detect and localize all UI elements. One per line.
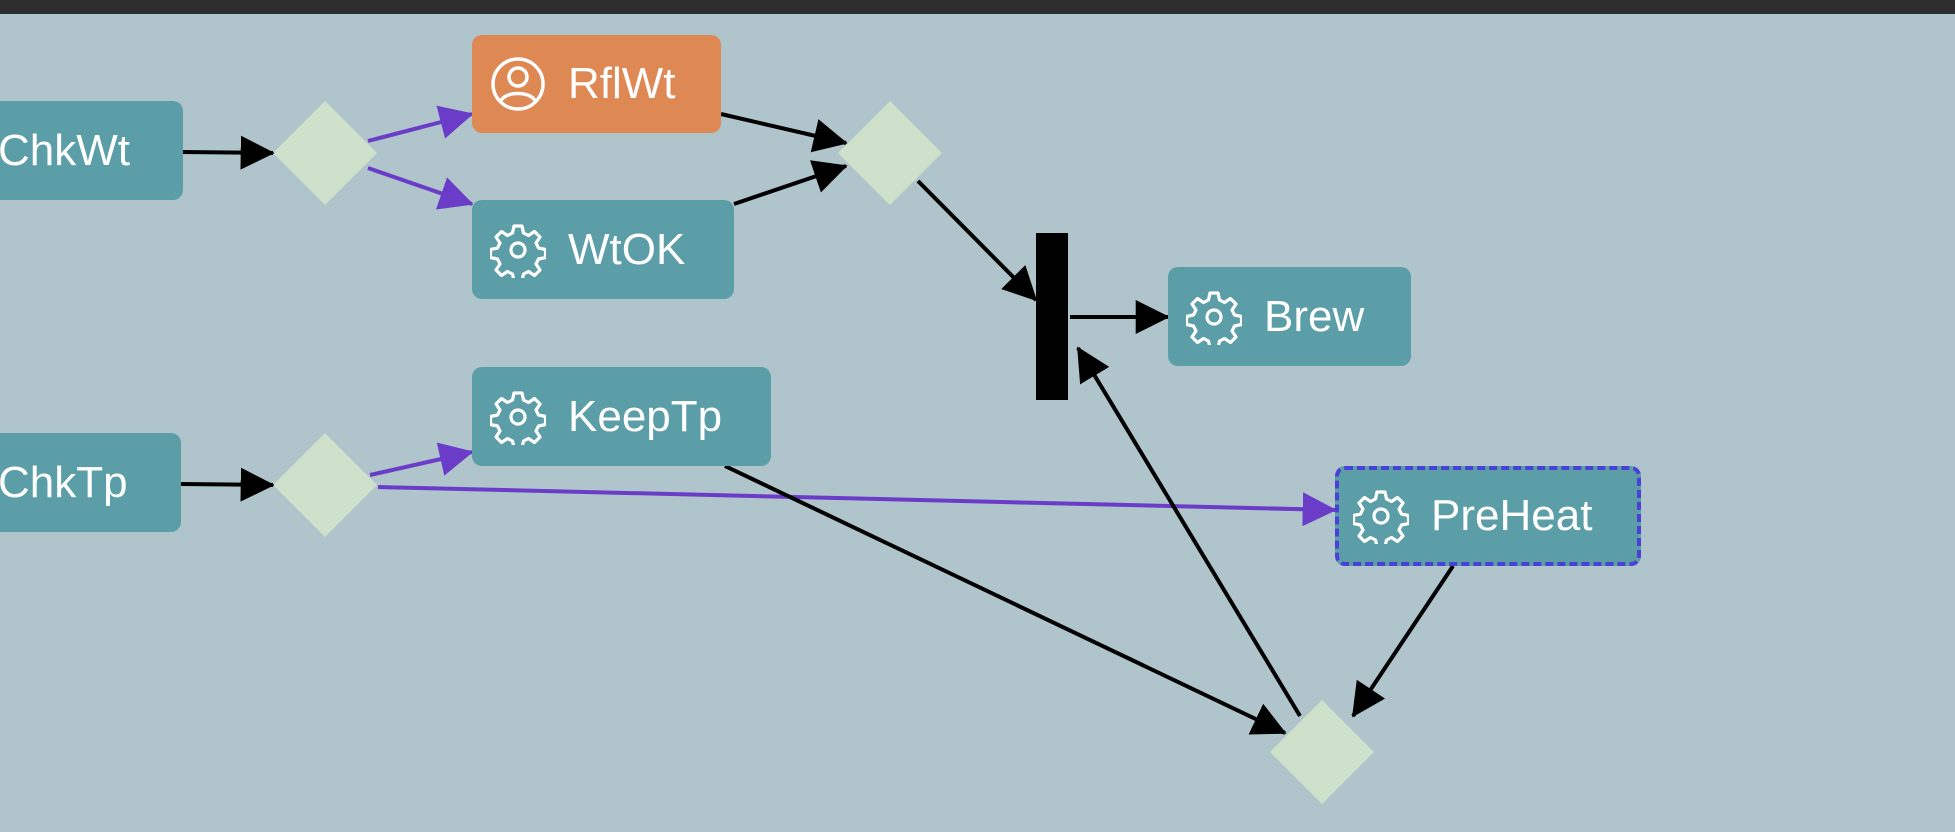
- task-rflwt[interactable]: RflWt: [472, 35, 721, 133]
- task-preheat-label: PreHeat: [1431, 491, 1593, 540]
- gateway-1[interactable]: [273, 101, 377, 205]
- gateway-4[interactable]: [1270, 700, 1374, 804]
- user-icon: [490, 56, 546, 112]
- flow-gateway1-rflwt[interactable]: [367, 105, 474, 143]
- flow-gateway2-join[interactable]: [916, 179, 1038, 302]
- flow-gateway1-wtok[interactable]: [367, 166, 474, 210]
- task-wtok-label: WtOK: [568, 224, 686, 274]
- flow-preheat-gateway4[interactable]: [1351, 564, 1455, 718]
- gear-icon: [488, 389, 548, 450]
- gateway-3[interactable]: [273, 433, 377, 537]
- parallel-join-bar[interactable]: [1036, 233, 1068, 400]
- task-brew[interactable]: Brew: [1168, 267, 1411, 366]
- task-keeptp[interactable]: KeepTp: [472, 367, 771, 466]
- task-chktp[interactable]: ChkTp: [0, 433, 181, 532]
- flow-chktp-gateway3[interactable]: [180, 467, 275, 502]
- task-chkwt[interactable]: ChkWt: [0, 101, 183, 200]
- flow-gateway3-preheat[interactable]: [377, 485, 1337, 527]
- task-wtok[interactable]: WtOK: [472, 200, 734, 299]
- gear-icon: [488, 222, 548, 283]
- flow-wtok-gateway2[interactable]: [733, 160, 848, 206]
- flow-chkwt-gateway1[interactable]: [182, 135, 275, 170]
- gear-icon: [1184, 289, 1244, 350]
- gateway-2[interactable]: [838, 101, 942, 205]
- flow-gateway3-keeptp[interactable]: [369, 442, 474, 477]
- gear-icon: [1351, 488, 1411, 549]
- flow-keeptp-gateway4[interactable]: [724, 464, 1287, 735]
- top-toolbar-strip: [0, 0, 1955, 14]
- task-chkwt-label: ChkWt: [0, 125, 130, 175]
- task-brew-label: Brew: [1264, 291, 1365, 341]
- flow-rflwt-gateway2[interactable]: [720, 112, 848, 153]
- task-chktp-label: ChkTp: [0, 457, 128, 507]
- flow-gateway4-join[interactable]: [1076, 346, 1302, 718]
- task-keeptp-label: KeepTp: [568, 391, 723, 441]
- task-preheat[interactable]: PreHeat: [1335, 466, 1641, 566]
- task-rflwt-label: RflWt: [568, 59, 676, 108]
